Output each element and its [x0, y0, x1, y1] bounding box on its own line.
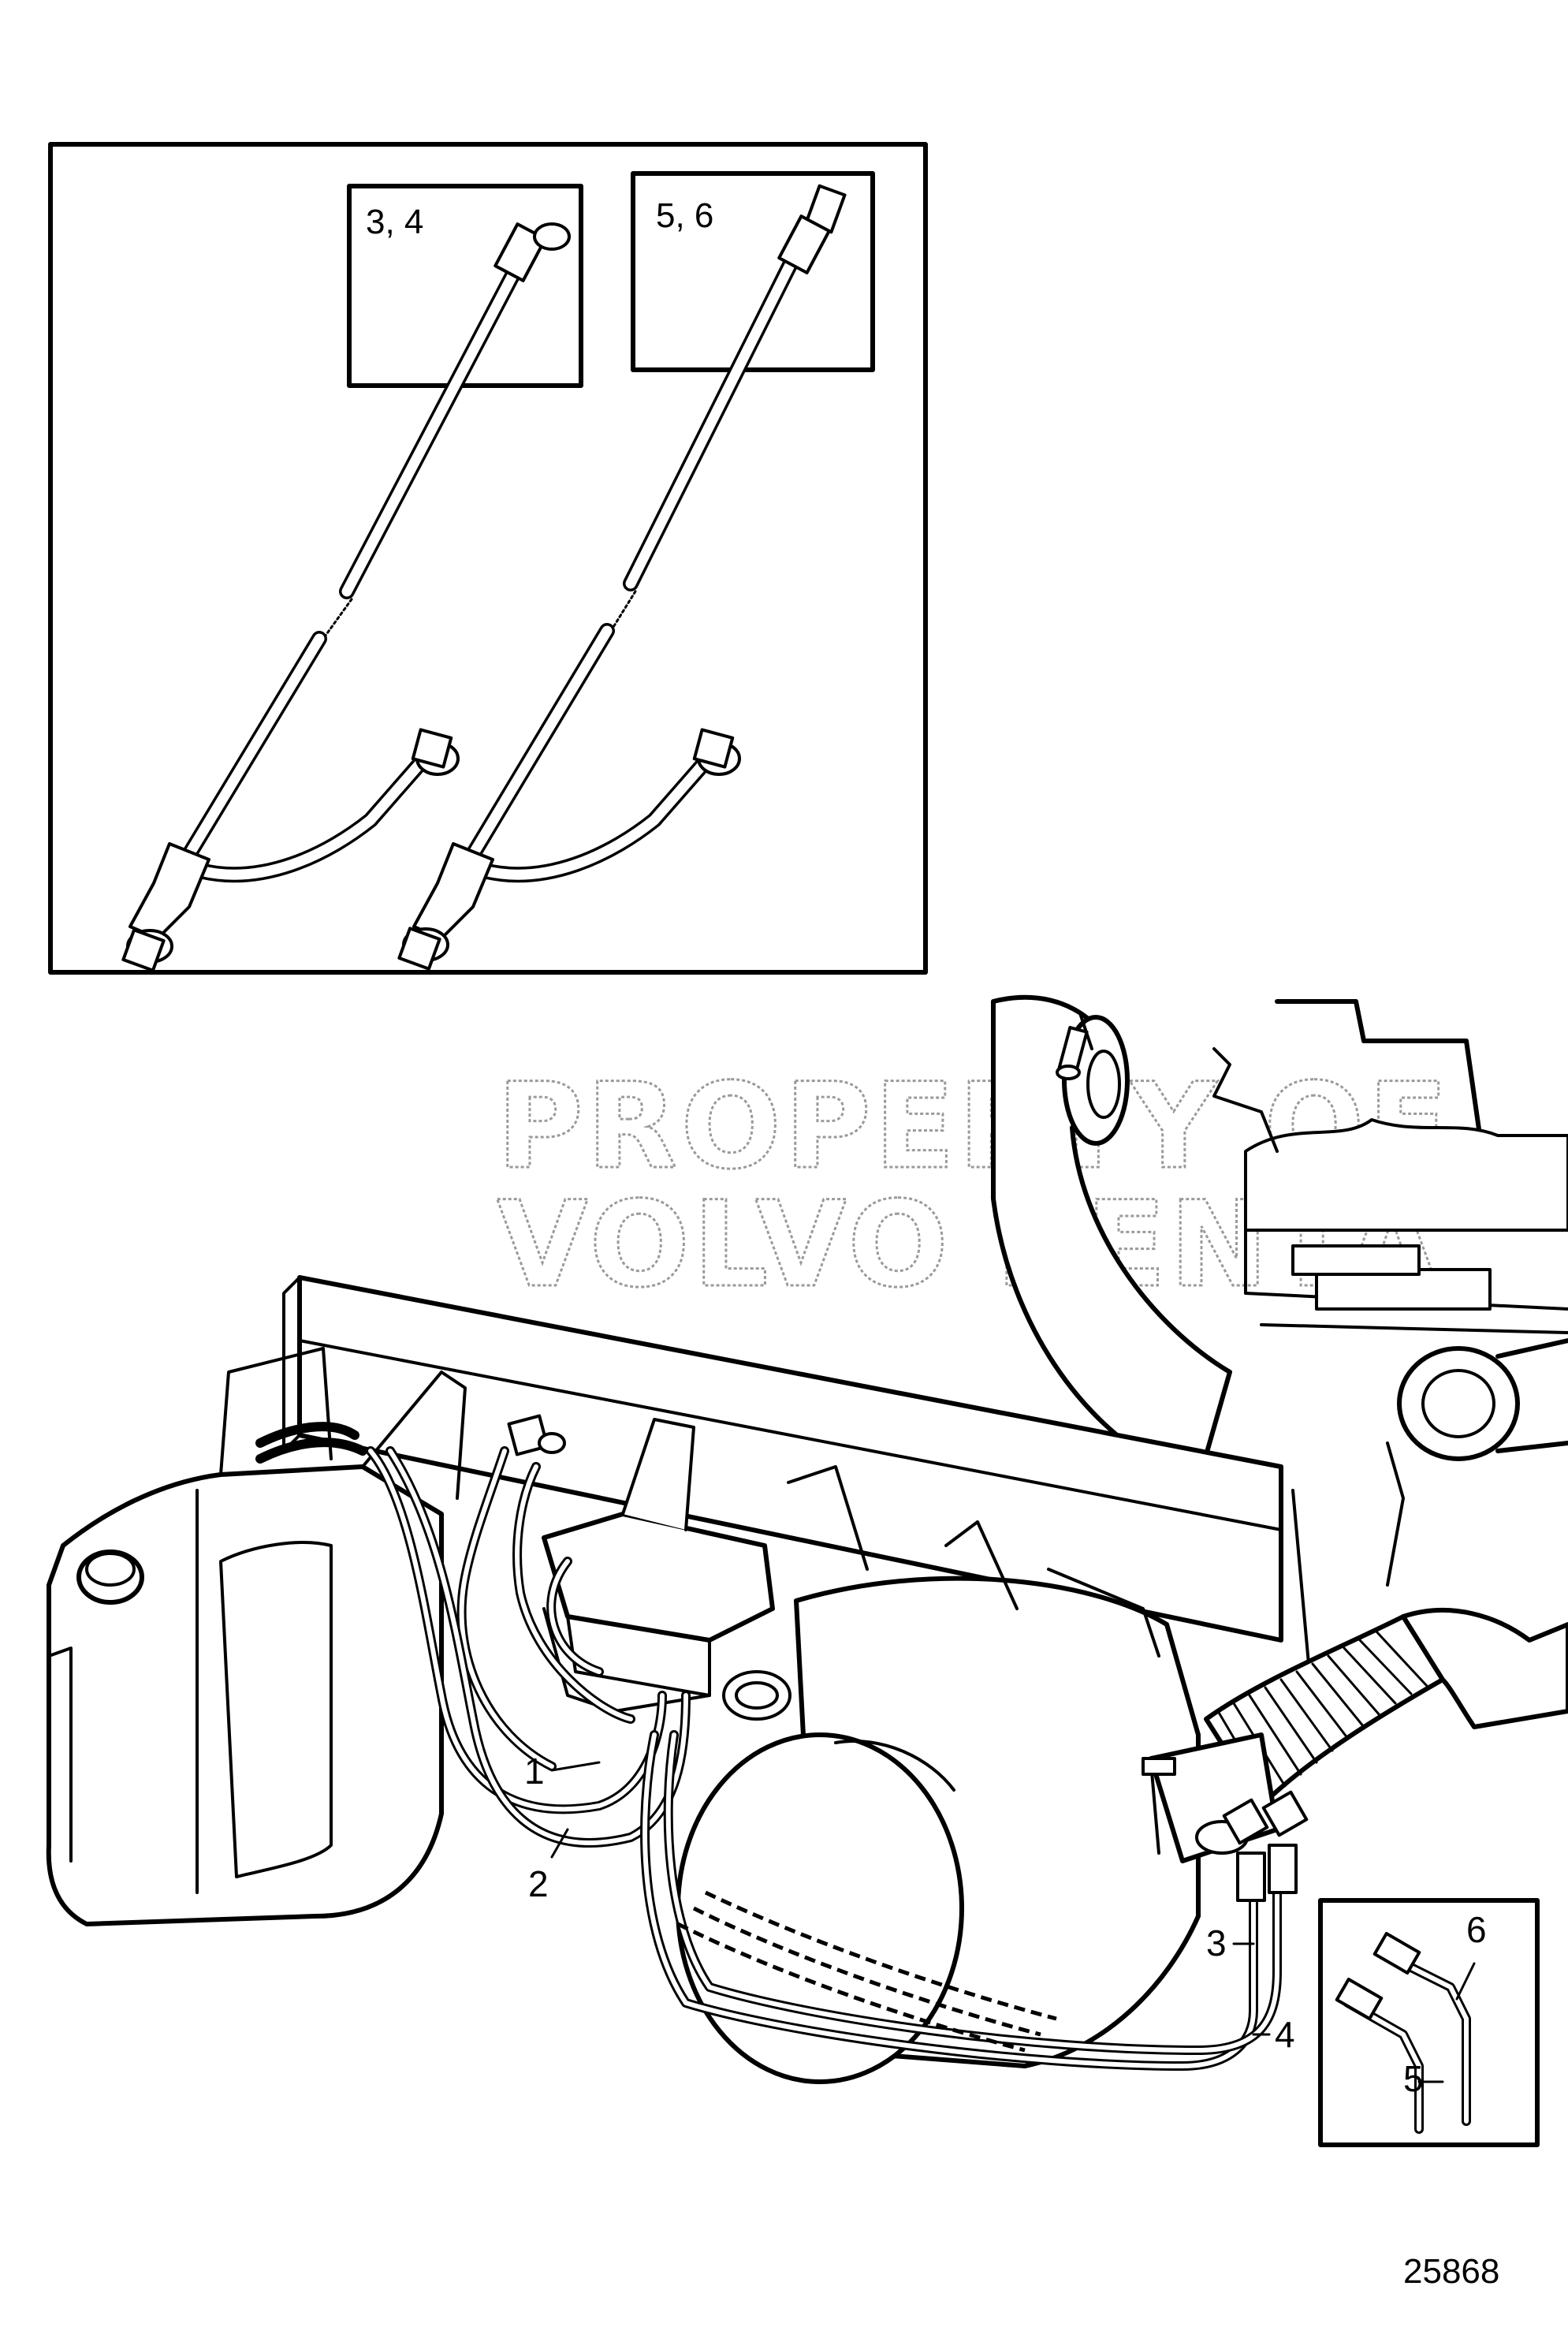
callout-leaders: [550, 1761, 1271, 2036]
main-assembly: [46, 994, 1568, 2084]
inset-box-3-4-label: 3, 4: [366, 203, 423, 241]
engine-block: [1212, 999, 1568, 1665]
callout-6: 6: [1466, 1909, 1487, 1950]
callout-5: 5: [1403, 2058, 1424, 2099]
sensor-lines-3-4: [640, 1730, 1309, 2071]
hose-assembly-3-4: [121, 222, 571, 972]
inset-box-5-6-label: 5, 6: [656, 196, 713, 235]
callout-2: 2: [528, 1863, 549, 1904]
control-box: [542, 1418, 1160, 1721]
callout-4: 4: [1275, 2014, 1295, 2055]
cable-harness: [255, 1414, 635, 1771]
inset-lines-5-6: [1335, 1932, 1476, 2134]
bottom-inset-frame: [1318, 1898, 1540, 2147]
figure-number: 25868: [1403, 2252, 1499, 2291]
exhaust-pipe: [991, 994, 1232, 1485]
fuel-tank: [46, 1347, 467, 1926]
bottom-inset: [1318, 1898, 1540, 2147]
top-inset-frame: [48, 142, 928, 975]
top-inset: 3, 4 5, 6: [48, 142, 928, 975]
callout-3: 3: [1206, 1922, 1227, 1963]
hose-assembly-5-6: [397, 184, 847, 971]
callout-1: 1: [524, 1751, 545, 1792]
